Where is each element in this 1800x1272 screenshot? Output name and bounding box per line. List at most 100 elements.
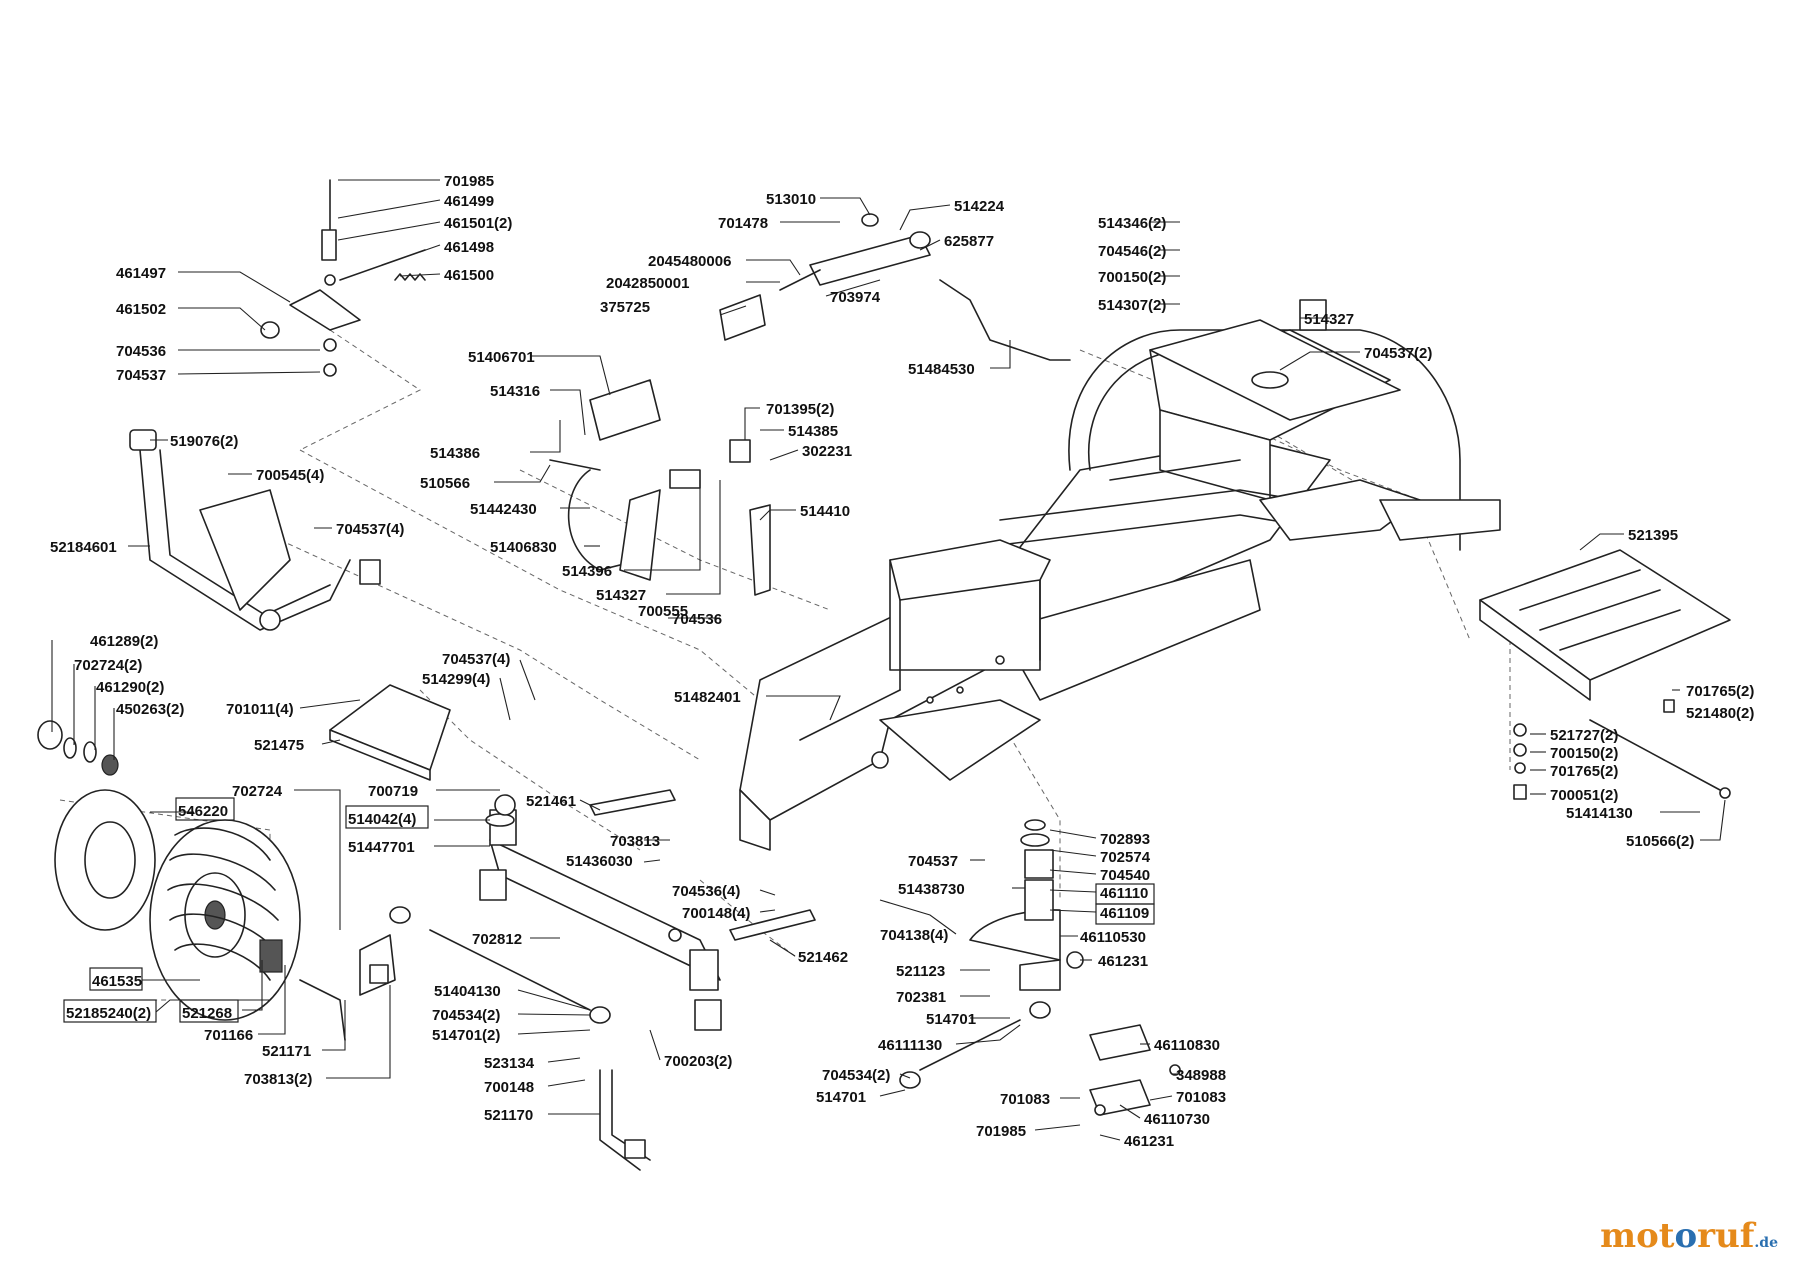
main-chassis-frame xyxy=(739,329,1501,851)
part-label: 704534(2) xyxy=(432,1007,500,1024)
part-label: 461500 xyxy=(444,267,494,284)
part-label: 46111130 xyxy=(878,1037,942,1054)
part-label: 461231 xyxy=(1098,953,1148,970)
lift-lever xyxy=(719,213,1071,361)
part-labels: 701985 461499 461501(2) 461498 461500 46… xyxy=(50,173,1754,1150)
part-label: 51482401 xyxy=(674,689,741,706)
front-tie-rods xyxy=(389,906,1051,1089)
boxed-label-frames xyxy=(63,797,1155,1023)
part-label: 700148 xyxy=(484,1079,534,1096)
part-label: 461499 xyxy=(444,193,494,210)
part-label: 52185240(2) xyxy=(66,1005,151,1022)
part-label: 51414130 xyxy=(1566,805,1633,822)
part-label: 521123 xyxy=(896,963,945,980)
part-label: 704537(4) xyxy=(442,651,510,668)
part-label: 521727(2) xyxy=(1550,727,1618,744)
part-label: 704537(2) xyxy=(1364,345,1432,362)
part-label: 625877 xyxy=(944,233,994,250)
part-label: 521475 xyxy=(254,737,304,754)
part-label: 2045480006 xyxy=(648,253,731,270)
part-label: 514701 xyxy=(926,1011,976,1028)
part-label: 375725 xyxy=(600,299,650,316)
part-label: 704138(4) xyxy=(880,927,948,944)
part-label: 700719 xyxy=(368,783,418,800)
part-label: 46110530 xyxy=(1080,929,1146,946)
pedal-assembly xyxy=(549,379,771,596)
part-label: 700150(2) xyxy=(1098,269,1166,286)
part-label: 704540 xyxy=(1100,867,1150,884)
part-label: 704546(2) xyxy=(1098,243,1166,260)
part-label: 700150(2) xyxy=(1550,745,1618,762)
part-label: 700555 xyxy=(638,603,688,620)
part-label: 348988 xyxy=(1176,1067,1226,1084)
part-label: 519076(2) xyxy=(170,433,238,450)
part-label: 700545(4) xyxy=(256,467,324,484)
part-label: 702724(2) xyxy=(74,657,142,674)
part-label: 514042(4) xyxy=(348,811,416,828)
tank-cover xyxy=(1149,299,1401,421)
part-label: 51404130 xyxy=(434,983,501,1000)
part-label: 514224 xyxy=(954,198,1005,215)
part-label: 521395 xyxy=(1628,527,1678,544)
part-label: 702381 xyxy=(896,989,946,1006)
part-label: 461498 xyxy=(444,239,494,256)
part-label: 521171 xyxy=(262,1043,311,1060)
part-label: 700148(4) xyxy=(682,905,750,922)
part-label: 46110730 xyxy=(1144,1111,1210,1128)
part-label: 514307(2) xyxy=(1098,297,1166,314)
top-left-linkage xyxy=(260,179,426,377)
side-brackets xyxy=(494,789,816,942)
part-label: 461110 xyxy=(1100,885,1148,902)
part-label: 701011(4) xyxy=(226,701,294,718)
part-label: 302231 xyxy=(802,443,852,460)
part-label: 514701(2) xyxy=(432,1027,500,1044)
part-label: 702893 xyxy=(1100,831,1150,848)
part-label: 701765(2) xyxy=(1550,763,1618,780)
part-label: 703813 xyxy=(610,833,660,850)
part-label: 701166 xyxy=(204,1027,253,1044)
front-axle xyxy=(479,809,722,1031)
part-label: 700203(2) xyxy=(664,1053,732,1070)
part-label: 546220 xyxy=(178,803,228,820)
part-label: 514386 xyxy=(430,445,480,462)
part-label: 461289(2) xyxy=(90,633,158,650)
part-label: 704537(4) xyxy=(336,521,404,538)
steering-spindles xyxy=(299,934,651,1171)
part-label: 704536 xyxy=(672,611,722,628)
part-label: 450263(2) xyxy=(116,701,184,718)
part-label: 514385 xyxy=(788,423,838,440)
part-label: 51438730 xyxy=(898,881,965,898)
part-label: 514701 xyxy=(816,1089,866,1106)
part-label: 521170 xyxy=(484,1107,533,1124)
rear-tie-rod xyxy=(1513,699,1731,800)
part-label: 46110830 xyxy=(1154,1037,1220,1054)
part-label: 461497 xyxy=(116,265,166,282)
part-label: 704534(2) xyxy=(822,1067,890,1084)
part-label: 51406830 xyxy=(490,539,557,556)
part-label: 461501(2) xyxy=(444,215,512,232)
part-label: 701985 xyxy=(444,173,494,190)
part-label: 514327 xyxy=(596,587,646,604)
part-label: 51436030 xyxy=(566,853,633,870)
part-label: 510566 xyxy=(420,475,470,492)
wheel-bearings xyxy=(37,720,119,776)
part-label: 514346(2) xyxy=(1098,215,1166,232)
part-label: 702724 xyxy=(232,783,283,800)
part-label: 704536 xyxy=(116,343,166,360)
part-label: 51442430 xyxy=(470,501,537,518)
part-label: 461109 xyxy=(1100,905,1149,922)
part-label: 51447701 xyxy=(348,839,415,856)
part-label: 461290(2) xyxy=(96,679,164,696)
part-label: 701765(2) xyxy=(1686,683,1754,700)
part-label: 701478 xyxy=(718,215,768,232)
part-label: 521462 xyxy=(798,949,848,966)
part-label: 2042850001 xyxy=(606,275,689,292)
part-label: 521268 xyxy=(182,1005,232,1022)
part-label: 51406701 xyxy=(468,349,535,366)
steering-sector-gear xyxy=(969,819,1084,991)
part-label: 461535 xyxy=(92,973,142,990)
pitman-brackets xyxy=(1089,1024,1181,1116)
part-label: 701083 xyxy=(1176,1089,1226,1106)
part-label: 700051(2) xyxy=(1550,787,1618,804)
part-label: 702812 xyxy=(472,931,522,948)
